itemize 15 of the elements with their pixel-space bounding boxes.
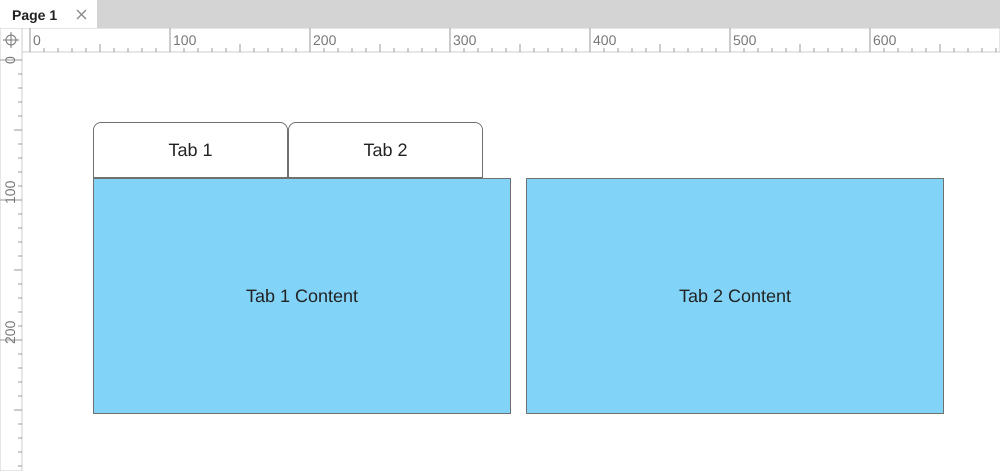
content-panel: Tab 1 Content — [93, 178, 511, 414]
content-panel: Tab 2 Content — [526, 178, 944, 414]
ruler-number: 100 — [173, 32, 196, 48]
ruler-number: 0 — [33, 32, 41, 48]
tab: Tab 2 — [288, 122, 483, 178]
ruler-number: 0 — [2, 56, 18, 64]
ruler-number: 100 — [2, 180, 18, 204]
tab: Tab 1 — [93, 122, 288, 178]
page-tab: Page 1 — [0, 0, 97, 29]
ruler-number: 200 — [2, 320, 18, 344]
ruler-number: 600 — [873, 32, 896, 48]
ruler-number: 400 — [593, 32, 616, 48]
ruler-number: 500 — [733, 32, 756, 48]
ruler-number: 200 — [313, 32, 336, 48]
ruler-number: 300 — [453, 32, 476, 48]
